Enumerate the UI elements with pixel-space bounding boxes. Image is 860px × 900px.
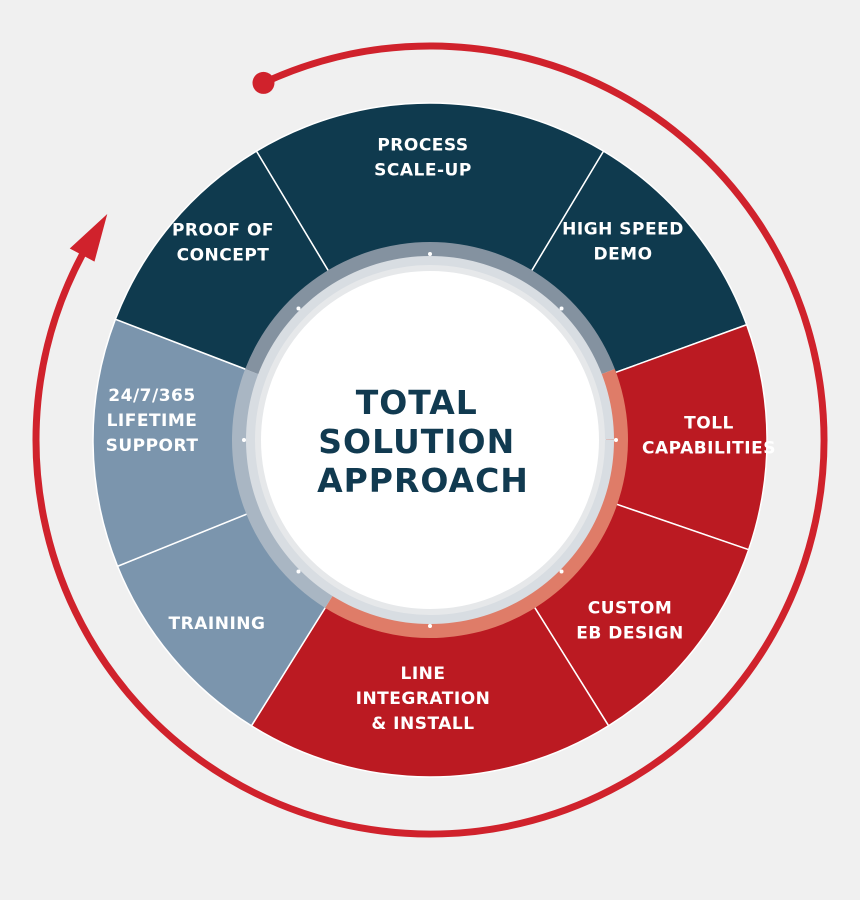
ring-band-top bbox=[245, 242, 615, 377]
segment: LINE INTEGRATION & INSTALL bbox=[250, 605, 610, 778]
center-disc bbox=[258, 268, 602, 612]
segment-label-line: TRAINING bbox=[169, 614, 266, 634]
cycle-arrow-path bbox=[32, 42, 828, 838]
ring-dot bbox=[428, 624, 432, 628]
cycle-arrow bbox=[32, 42, 828, 838]
ring-dot bbox=[559, 306, 564, 311]
center-title-line: SOLUTION bbox=[318, 422, 515, 461]
segment-label-line: SUPPORT bbox=[106, 436, 199, 456]
ring-dot bbox=[242, 438, 246, 442]
segment-label: PROCESS SCALE-UP bbox=[374, 136, 472, 181]
segment: PROOF OF CONCEPT bbox=[114, 150, 331, 371]
ring-dot bbox=[559, 569, 564, 574]
segment-label: LINE INTEGRATION & INSTALL bbox=[356, 664, 491, 734]
center-title-line: TOTAL bbox=[356, 383, 478, 422]
segment-label-line: CAPABILITIES bbox=[642, 439, 776, 459]
segment-label: CUSTOM EB DESIGN bbox=[576, 599, 683, 644]
center-disc-edge bbox=[255, 265, 605, 615]
arrow-head-icon bbox=[69, 214, 108, 262]
center-title-line: APPROACH bbox=[317, 461, 529, 500]
segment-label: PROOF OF CONCEPT bbox=[172, 221, 274, 266]
segment-label-line: HIGH SPEED bbox=[562, 220, 684, 240]
segment-label-line: LINE bbox=[401, 664, 446, 684]
ring-dot bbox=[296, 569, 301, 574]
segment-label-line: CONCEPT bbox=[177, 246, 270, 266]
segment-label-line: LIFETIME bbox=[107, 411, 198, 431]
segment-label-line: 24/7/365 bbox=[108, 386, 195, 406]
arrow-start-dot bbox=[252, 71, 275, 94]
segment-label: TRAINING bbox=[169, 614, 266, 634]
segment-label: HIGH SPEED DEMO bbox=[562, 220, 684, 265]
segment-label: TOLL CAPABILITIES bbox=[642, 414, 776, 459]
ring-dot bbox=[428, 252, 432, 256]
segment-label-line: SCALE-UP bbox=[374, 161, 472, 181]
segment-label-line: PROCESS bbox=[377, 136, 468, 156]
segment-label-line: & INSTALL bbox=[371, 714, 474, 734]
segment-label-line: CUSTOM bbox=[588, 599, 673, 619]
segment-label-line: TOLL bbox=[684, 414, 734, 434]
ring-dot bbox=[296, 306, 301, 311]
segment-label-line: EB DESIGN bbox=[576, 624, 683, 644]
ring-dot bbox=[614, 438, 618, 442]
segment-label-line: INTEGRATION bbox=[356, 689, 491, 709]
segment-label-line: PROOF OF bbox=[172, 221, 274, 241]
center-title: TOTAL SOLUTION APPROACH bbox=[317, 383, 529, 500]
segment-label-line: DEMO bbox=[593, 245, 652, 265]
